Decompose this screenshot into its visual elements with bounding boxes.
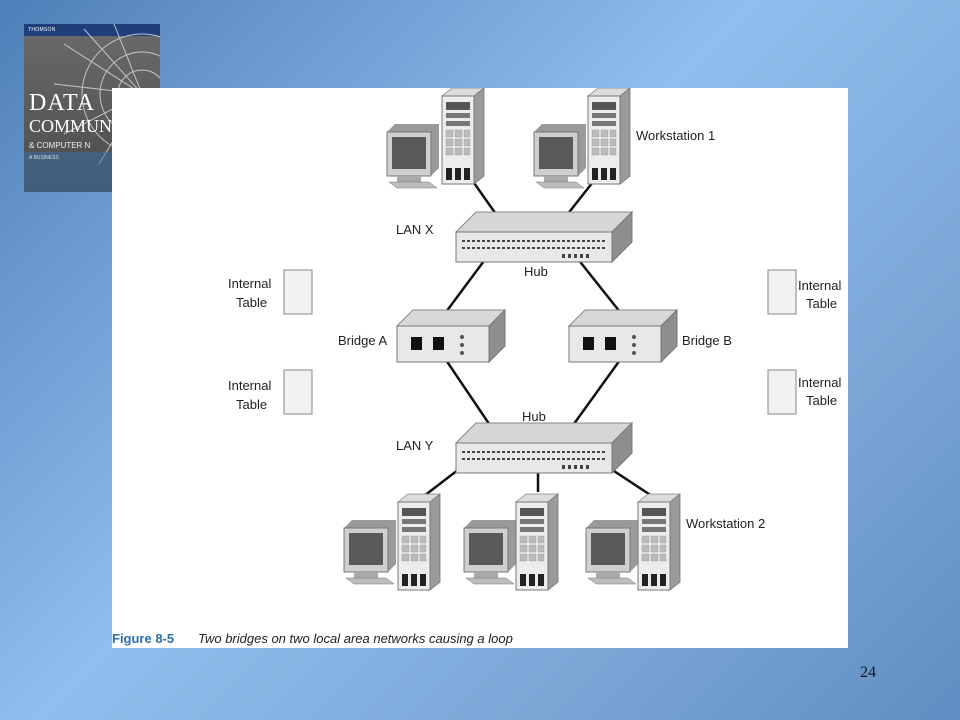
internal-table-box-b-top xyxy=(767,269,797,315)
figure-caption-label: Figure 8-5 xyxy=(112,631,174,646)
label-table-a-bottom: Table xyxy=(236,397,267,412)
label-internal-a-bottom: Internal xyxy=(228,378,271,393)
book-publisher: THOMSON xyxy=(28,27,56,33)
internal-table-box-a-bottom xyxy=(283,369,313,415)
workstation-1 xyxy=(533,88,631,189)
workstation-2 xyxy=(585,493,681,591)
figure-caption-text: Two bridges on two local area networks c… xyxy=(198,631,513,646)
workstation-bottom-left xyxy=(343,493,441,591)
label-internal-b-top: Internal xyxy=(798,278,841,293)
label-bridge-b: Bridge B xyxy=(682,333,732,348)
bridge-b xyxy=(568,309,678,363)
label-internal-b-bottom: Internal xyxy=(798,375,841,390)
figure-panel: Workstation 1 LAN X Hub Internal Table I… xyxy=(112,88,848,648)
label-internal-a-top: Internal xyxy=(228,276,271,291)
label-table-a-top: Table xyxy=(236,295,267,310)
book-title-line1: DATA xyxy=(29,90,96,116)
hub-lan-x xyxy=(455,211,633,263)
label-workstation-2: Workstation 2 xyxy=(686,516,765,531)
network-diagram: Workstation 1 LAN X Hub Internal Table I… xyxy=(112,88,841,646)
internal-table-box-b-bottom xyxy=(767,369,797,415)
label-bridge-a: Bridge A xyxy=(338,333,387,348)
label-lan-x: LAN X xyxy=(396,222,434,237)
label-table-b-bottom: Table xyxy=(806,393,837,408)
book-title-line3: & COMPUTER N xyxy=(29,141,91,150)
label-hub-top: Hub xyxy=(524,264,548,279)
label-hub-bottom: Hub xyxy=(522,409,546,424)
workstation-top-left xyxy=(386,88,485,189)
internal-table-box-a-top xyxy=(283,269,313,315)
hub-lan-y xyxy=(455,422,633,474)
label-table-b-top: Table xyxy=(806,296,837,311)
label-lan-y: LAN Y xyxy=(396,438,434,453)
book-title-line4: A BUSINESS xyxy=(29,155,59,161)
slide-number: 24 xyxy=(860,664,876,681)
bridge-a xyxy=(396,309,506,363)
label-workstation-1: Workstation 1 xyxy=(636,128,715,143)
workstation-bottom-middle xyxy=(463,493,559,591)
